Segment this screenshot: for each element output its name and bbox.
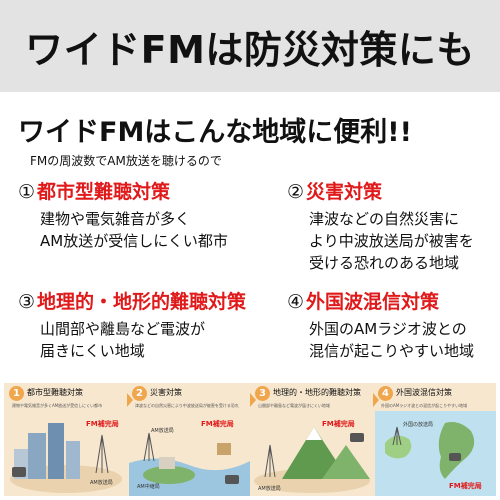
item-desc-line: 津波などの自然災害に (309, 210, 460, 228)
panel-title: 地理的・地形的難聴対策 (273, 388, 361, 397)
item-description: 山間部や離島など電波が 届きにくい地域 (18, 318, 248, 362)
disaster-scene-graphic (129, 432, 250, 496)
headline: ワイドFMはこんな地域に便利!! (18, 117, 412, 148)
item-description: 外国のAMラジオ波との 混信が起こりやすい地域 (287, 318, 500, 362)
top-banner: ワイドFMは防災対策にも (0, 0, 500, 92)
fm-station-label: FM補完局 (449, 482, 482, 490)
foreign-wave-scene-graphic (375, 411, 496, 496)
item-desc-line: 建物や電気雑音が多く (40, 210, 191, 228)
item-description: 津波などの自然災害に より中波放送局が被害を 受ける恐れのある地域 (287, 208, 500, 274)
panel-number: 4 (378, 386, 393, 401)
illustration-panel-disaster: 2 災害対策 津波などの自然災害により中波放送局が被害を受ける恐れ AM放送局 … (129, 383, 250, 496)
am-relay-label: AM中継局 (137, 484, 160, 490)
subline: FMの周波数でAM放送を聴けるので (30, 154, 222, 168)
item-desc-line: 外国のAMラジオ波との (309, 320, 467, 338)
panel-arrow-icon (250, 393, 256, 407)
fm-station-label: FM補完局 (86, 420, 119, 428)
am-station-label: AM放送局 (90, 480, 113, 486)
am-station-label: AM放送局 (151, 428, 174, 434)
fm-station-label: FM補完局 (201, 420, 234, 428)
item-title-text: 地理的・地形的難聴対策 (37, 291, 247, 313)
item-desc-line: AM放送が受信しにくい都市 (40, 232, 228, 250)
fm-station-label: FM補完局 (322, 420, 355, 428)
panel-caption: 山間部や離島など電波が届きにくい地域 (258, 403, 330, 408)
item-description: 建物や電気雑音が多く AM放送が受信しにくい都市 (18, 208, 248, 252)
item-desc-line: 受ける恐れのある地域 (309, 254, 460, 272)
panel-number: 1 (9, 386, 24, 401)
item-number: ④ (287, 291, 305, 313)
item-desc-line: 混信が起こりやすい地域 (309, 342, 475, 360)
illustration-panel-terrain: 3 地理的・地形的難聴対策 山間部や離島など電波が届きにくい地域 FM補完局 A… (252, 383, 373, 496)
illustration-panel-foreign-wave: 4 外国波混信対策 外国のAMラジオ波との混信が起こりやすい地域 外国の放送局 … (375, 383, 496, 496)
panel-arrow-icon (373, 393, 379, 407)
item-number: ① (18, 181, 36, 203)
am-station-label: AM放送局 (258, 486, 281, 492)
item-number: ② (287, 181, 305, 203)
item-number: ③ (18, 291, 36, 313)
panel-title: 災害対策 (150, 388, 182, 397)
panel-title: 都市型難聴対策 (27, 388, 83, 397)
panel-caption: 津波などの自然災害により中波放送局が被害を受ける恐れ (135, 403, 239, 408)
foreign-station-label: 外国の放送局 (403, 422, 434, 428)
panel-arrow-icon (127, 393, 133, 407)
panel-number: 3 (255, 386, 270, 401)
illustration-panel-urban: 1 都市型難聴対策 建物や電気雑音が多くAM放送が受信しにくい都市 FM補完局 … (6, 383, 127, 496)
item-title-text: 災害対策 (306, 181, 383, 203)
panel-title: 外国波混信対策 (396, 388, 452, 397)
illustration-strip: 1 都市型難聴対策 建物や電気雑音が多くAM放送が受信しにくい都市 FM補完局 … (4, 383, 496, 496)
panel-number: 2 (132, 386, 147, 401)
urban-scene-graphic (10, 423, 122, 493)
banner-title: ワイドFMは防災対策にも (25, 27, 475, 72)
panel-caption: 建物や電気雑音が多くAM放送が受信しにくい都市 (12, 403, 103, 408)
item-title-text: 都市型難聴対策 (37, 181, 171, 203)
item-desc-line: 山間部や離島など電波が (40, 320, 206, 338)
item-desc-line: 届きにくい地域 (40, 342, 145, 360)
panel-caption: 外国のAMラジオ波との混信が起こりやすい地域 (381, 403, 468, 408)
item-title-text: 外国波混信対策 (306, 291, 440, 313)
item-desc-line: より中波放送局が被害を (309, 232, 474, 250)
terrain-scene-graphic (254, 427, 370, 493)
